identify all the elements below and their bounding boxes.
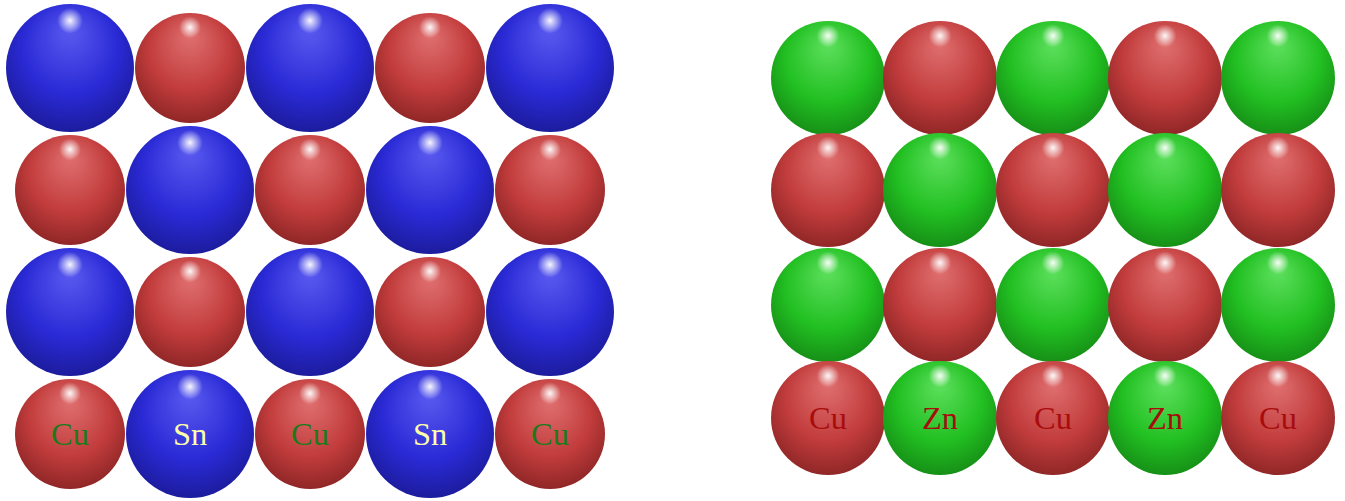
element-symbol: Cu — [495, 379, 605, 489]
element-symbol: Cu — [996, 361, 1110, 475]
copper-atom: Cu — [1221, 361, 1335, 475]
element-symbol: Zn — [883, 361, 997, 475]
copper-atom: Cu — [495, 379, 605, 489]
element-symbol: Cu — [771, 361, 885, 475]
zinc-atom: Zn — [883, 361, 997, 475]
element-symbol: Cu — [1221, 361, 1335, 475]
copper-atom: Cu — [15, 379, 125, 489]
tin-atom: Sn — [366, 370, 494, 498]
element-symbol: Cu — [255, 379, 365, 489]
element-symbol: Cu — [15, 379, 125, 489]
zinc-atom: Zn — [1108, 361, 1222, 475]
copper-atom: Cu — [996, 361, 1110, 475]
element-symbol: Sn — [126, 370, 254, 498]
element-symbol: Zn — [1108, 361, 1222, 475]
copper-atom: Cu — [255, 379, 365, 489]
copper-atom: Cu — [771, 361, 885, 475]
tin-atom: Sn — [126, 370, 254, 498]
element-symbol: Sn — [366, 370, 494, 498]
